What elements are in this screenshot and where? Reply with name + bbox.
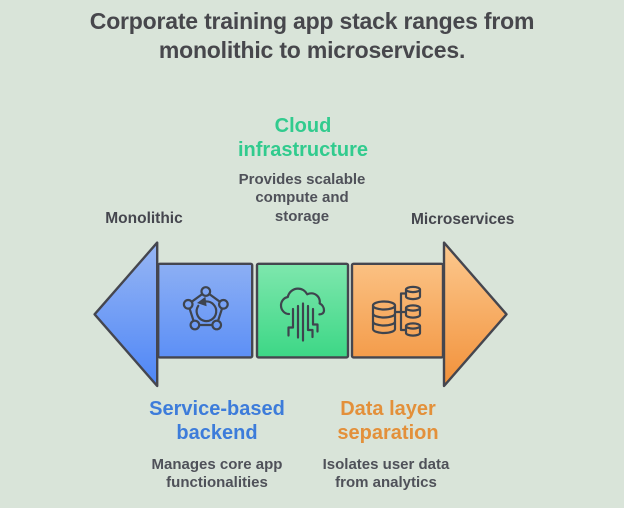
network-pentagon-icon bbox=[182, 286, 229, 331]
right-arrowhead bbox=[442, 241, 508, 388]
microservices-label: Microservices bbox=[411, 211, 515, 228]
page-title: Corporate training app stack ranges from… bbox=[89, 8, 535, 64]
cloud-circuit-icon bbox=[279, 287, 326, 342]
data-layer-box bbox=[350, 262, 445, 359]
data-layer-heading: Data layer separation bbox=[337, 398, 439, 444]
service-backend-heading: Service-based backend bbox=[149, 398, 285, 444]
left-arrowhead bbox=[93, 241, 159, 388]
service-backend-box bbox=[156, 262, 254, 359]
database-shard-icon bbox=[371, 285, 422, 337]
cloud-infrastructure-description: Provides scalable compute and storage bbox=[238, 171, 366, 225]
monolithic-label: Monolithic bbox=[105, 210, 183, 227]
cloud-infrastructure-heading: Cloud infrastructure bbox=[237, 115, 369, 161]
service-backend-description: Manages core app functionalities bbox=[151, 456, 283, 492]
data-layer-description: Isolates user data from analytics bbox=[322, 456, 450, 492]
